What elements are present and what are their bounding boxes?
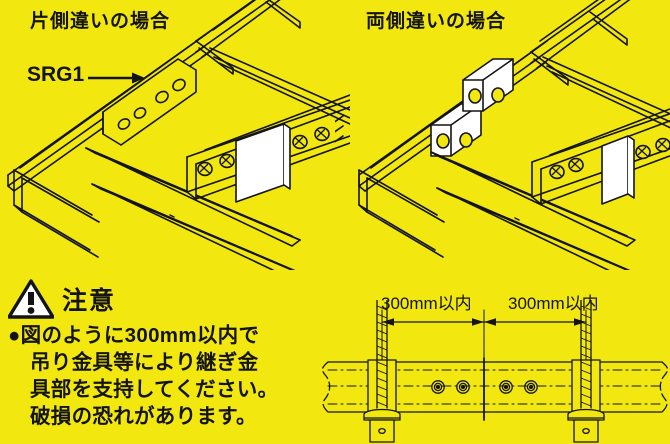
transverse-rail-upper [209, 47, 350, 125]
caution-header: 注意 [8, 278, 318, 320]
threaded-hanger-rod-right [580, 300, 592, 409]
near-side-rail-front-r [358, 169, 445, 258]
rung-far-1 [195, 40, 234, 75]
caution-text: ●図のように300mm以内で 吊り金具等により継ぎ金 具部を支持してください。 … [8, 322, 318, 430]
rung-far-2-r [589, 11, 628, 46]
rung-far-2 [265, 0, 301, 29]
splice-plate-far-upper [430, 103, 482, 157]
rail-break-right [659, 361, 669, 413]
rail-break-left [321, 361, 331, 413]
rung-far-1-r [530, 51, 569, 86]
warning-triangle-icon [8, 279, 54, 319]
srg1-label: SRG1 [27, 63, 85, 86]
dimension-arrow-right [483, 318, 587, 326]
dimension-label-left: 300mm以内 [381, 294, 472, 313]
rung-detail-mark [169, 214, 175, 218]
far-side-rail-right-section [195, 0, 281, 58]
near-rail-flange-top [204, 94, 350, 151]
rail-break-lines [335, 115, 344, 143]
caution-title: 注意 [62, 287, 117, 315]
splice-plate-far-lower [462, 58, 514, 112]
dimension-arrow-left [381, 318, 485, 326]
near-side-rail-front [13, 169, 100, 258]
splice-bolt-heads [431, 380, 538, 394]
hanger-spacing-diagram [321, 300, 669, 443]
bolt-heads-near [197, 126, 330, 177]
threaded-hanger-rod-left [376, 300, 388, 409]
dimension-label-right: 300mm以内 [508, 294, 599, 313]
caution-line-4: 破損の恐れがあります。 [30, 405, 257, 428]
arrow-right-icon [88, 72, 145, 84]
far-rail-top-edge [19, 29, 213, 169]
caution-line-1: ●図のように300mm以内で [8, 324, 260, 347]
splice-plate-near-white [235, 123, 291, 203]
ladder-tray-illustration-both-side [335, 0, 670, 270]
rung-detail-mark-r [514, 217, 520, 221]
caution-block: 注意 ●図のように300mm以内で 吊り金具等により継ぎ金 具部を支持してくださ… [8, 278, 318, 430]
hanger-assembly-left [363, 300, 401, 443]
hanger-assembly-right [567, 300, 605, 443]
heading-left-case: 片側違いの場合 [30, 11, 171, 32]
far-rail-top-edge-2 [212, 0, 257, 31]
ladder-tray-illustration-single-side [7, 0, 350, 270]
srg1-splice-plate-far [102, 58, 197, 146]
caution-line-2: 吊り金具等により継ぎ金 [30, 351, 259, 374]
far-side-rail-right-section-r [530, 0, 631, 69]
hanger-clamp-left [363, 408, 401, 443]
heading-right-case: 両側違いの場合 [366, 11, 507, 32]
ladder-rungs-near-r [430, 151, 636, 270]
bolt-heads-near-r [549, 137, 670, 180]
caution-line-3: 具部を支持してください。 [30, 378, 279, 401]
splice-plate-near-white-r [601, 135, 635, 205]
transverse-rail-upper-r [542, 56, 670, 129]
hanger-clamp-right [567, 408, 605, 443]
